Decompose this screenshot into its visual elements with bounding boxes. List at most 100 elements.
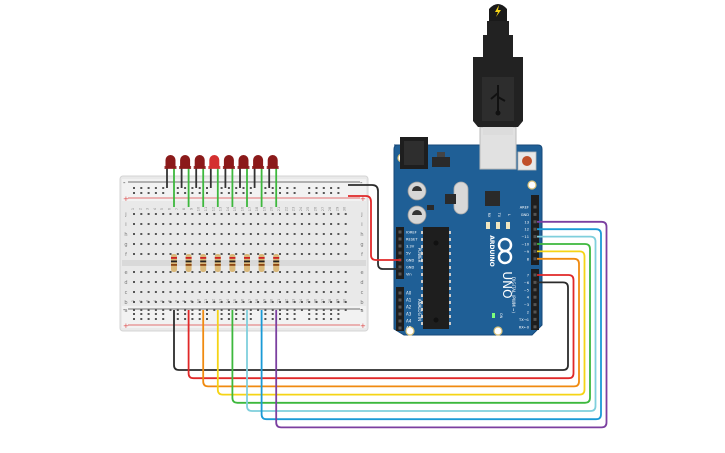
hole[interactable] xyxy=(133,223,135,225)
rail-hole[interactable] xyxy=(162,192,165,194)
hole[interactable] xyxy=(286,301,289,303)
hole[interactable] xyxy=(293,271,296,273)
rail-hole[interactable] xyxy=(242,187,245,189)
hole[interactable] xyxy=(308,223,311,225)
rail-hole[interactable] xyxy=(176,192,179,194)
rail-hole[interactable] xyxy=(315,318,318,320)
digital-pin[interactable] xyxy=(533,249,537,253)
hole[interactable] xyxy=(315,223,318,225)
hole[interactable] xyxy=(213,233,216,235)
hole[interactable] xyxy=(300,291,303,293)
hole[interactable] xyxy=(176,281,179,283)
hole[interactable] xyxy=(169,291,172,293)
hole[interactable] xyxy=(286,213,289,215)
hole[interactable] xyxy=(300,243,303,245)
hole[interactable] xyxy=(140,213,143,215)
digital-pin[interactable] xyxy=(533,295,537,299)
hole[interactable] xyxy=(344,213,347,215)
rail-hole[interactable] xyxy=(147,192,150,194)
hole[interactable] xyxy=(257,271,260,273)
rail-hole[interactable] xyxy=(176,313,179,315)
hole[interactable] xyxy=(330,233,333,235)
hole[interactable] xyxy=(206,243,208,245)
rail-hole[interactable] xyxy=(249,192,252,194)
hole[interactable] xyxy=(206,213,208,215)
hole[interactable] xyxy=(169,271,172,273)
hole[interactable] xyxy=(220,223,223,225)
rail-hole[interactable] xyxy=(271,187,274,189)
hole[interactable] xyxy=(315,291,318,293)
rail-hole[interactable] xyxy=(220,187,223,189)
hole[interactable] xyxy=(293,309,296,311)
rail-hole[interactable] xyxy=(315,192,318,194)
hole[interactable] xyxy=(344,301,347,303)
hole[interactable] xyxy=(184,281,187,283)
analog-pin[interactable] xyxy=(398,312,402,316)
rail-hole[interactable] xyxy=(227,192,230,194)
rail-hole[interactable] xyxy=(235,187,238,189)
hole[interactable] xyxy=(227,281,230,283)
hole[interactable] xyxy=(235,253,238,255)
hole[interactable] xyxy=(300,301,303,303)
hole[interactable] xyxy=(206,223,208,225)
hole[interactable] xyxy=(337,253,340,255)
hole[interactable] xyxy=(220,291,223,293)
hole[interactable] xyxy=(184,213,187,215)
led[interactable] xyxy=(209,155,220,168)
hole[interactable] xyxy=(264,281,267,283)
hole[interactable] xyxy=(227,223,230,225)
power-pin[interactable] xyxy=(398,272,402,276)
hole[interactable] xyxy=(264,213,267,215)
hole[interactable] xyxy=(322,301,325,303)
rail-hole[interactable] xyxy=(249,187,252,189)
rail-hole[interactable] xyxy=(286,318,289,320)
hole[interactable] xyxy=(191,223,194,225)
hole[interactable] xyxy=(147,253,150,255)
rail-hole[interactable] xyxy=(337,192,340,194)
hole[interactable] xyxy=(257,309,260,311)
led[interactable] xyxy=(180,155,191,168)
hole[interactable] xyxy=(264,223,267,225)
rail-hole[interactable] xyxy=(147,187,150,189)
hole[interactable] xyxy=(279,271,281,273)
hole[interactable] xyxy=(213,309,216,311)
hole[interactable] xyxy=(308,291,311,293)
rail-hole[interactable] xyxy=(322,187,325,189)
hole[interactable] xyxy=(322,243,325,245)
hole[interactable] xyxy=(220,281,223,283)
hole[interactable] xyxy=(191,281,194,283)
hole[interactable] xyxy=(154,223,157,225)
resistor[interactable] xyxy=(200,254,207,272)
hole[interactable] xyxy=(227,291,230,293)
rail-hole[interactable] xyxy=(337,187,340,189)
hole[interactable] xyxy=(147,243,150,245)
hole[interactable] xyxy=(176,233,179,235)
rail-hole[interactable] xyxy=(162,187,165,189)
rail-hole[interactable] xyxy=(147,313,150,315)
hole[interactable] xyxy=(154,253,157,255)
hole[interactable] xyxy=(271,281,274,283)
hole[interactable] xyxy=(242,301,245,303)
hole[interactable] xyxy=(337,281,340,283)
hole[interactable] xyxy=(184,309,187,311)
hole[interactable] xyxy=(257,223,260,225)
hole[interactable] xyxy=(140,233,143,235)
hole[interactable] xyxy=(249,233,252,235)
hole[interactable] xyxy=(235,243,238,245)
hole[interactable] xyxy=(242,223,245,225)
hole[interactable] xyxy=(242,271,245,273)
rail-hole[interactable] xyxy=(140,187,143,189)
hole[interactable] xyxy=(293,301,296,303)
hole[interactable] xyxy=(140,309,143,311)
hole[interactable] xyxy=(227,271,230,273)
hole[interactable] xyxy=(330,291,333,293)
hole[interactable] xyxy=(300,213,303,215)
hole[interactable] xyxy=(279,309,281,311)
hole[interactable] xyxy=(235,223,238,225)
hole[interactable] xyxy=(191,301,194,303)
hole[interactable] xyxy=(271,309,274,311)
hole[interactable] xyxy=(271,223,274,225)
hole[interactable] xyxy=(322,213,325,215)
hole[interactable] xyxy=(286,253,289,255)
hole[interactable] xyxy=(154,281,157,283)
